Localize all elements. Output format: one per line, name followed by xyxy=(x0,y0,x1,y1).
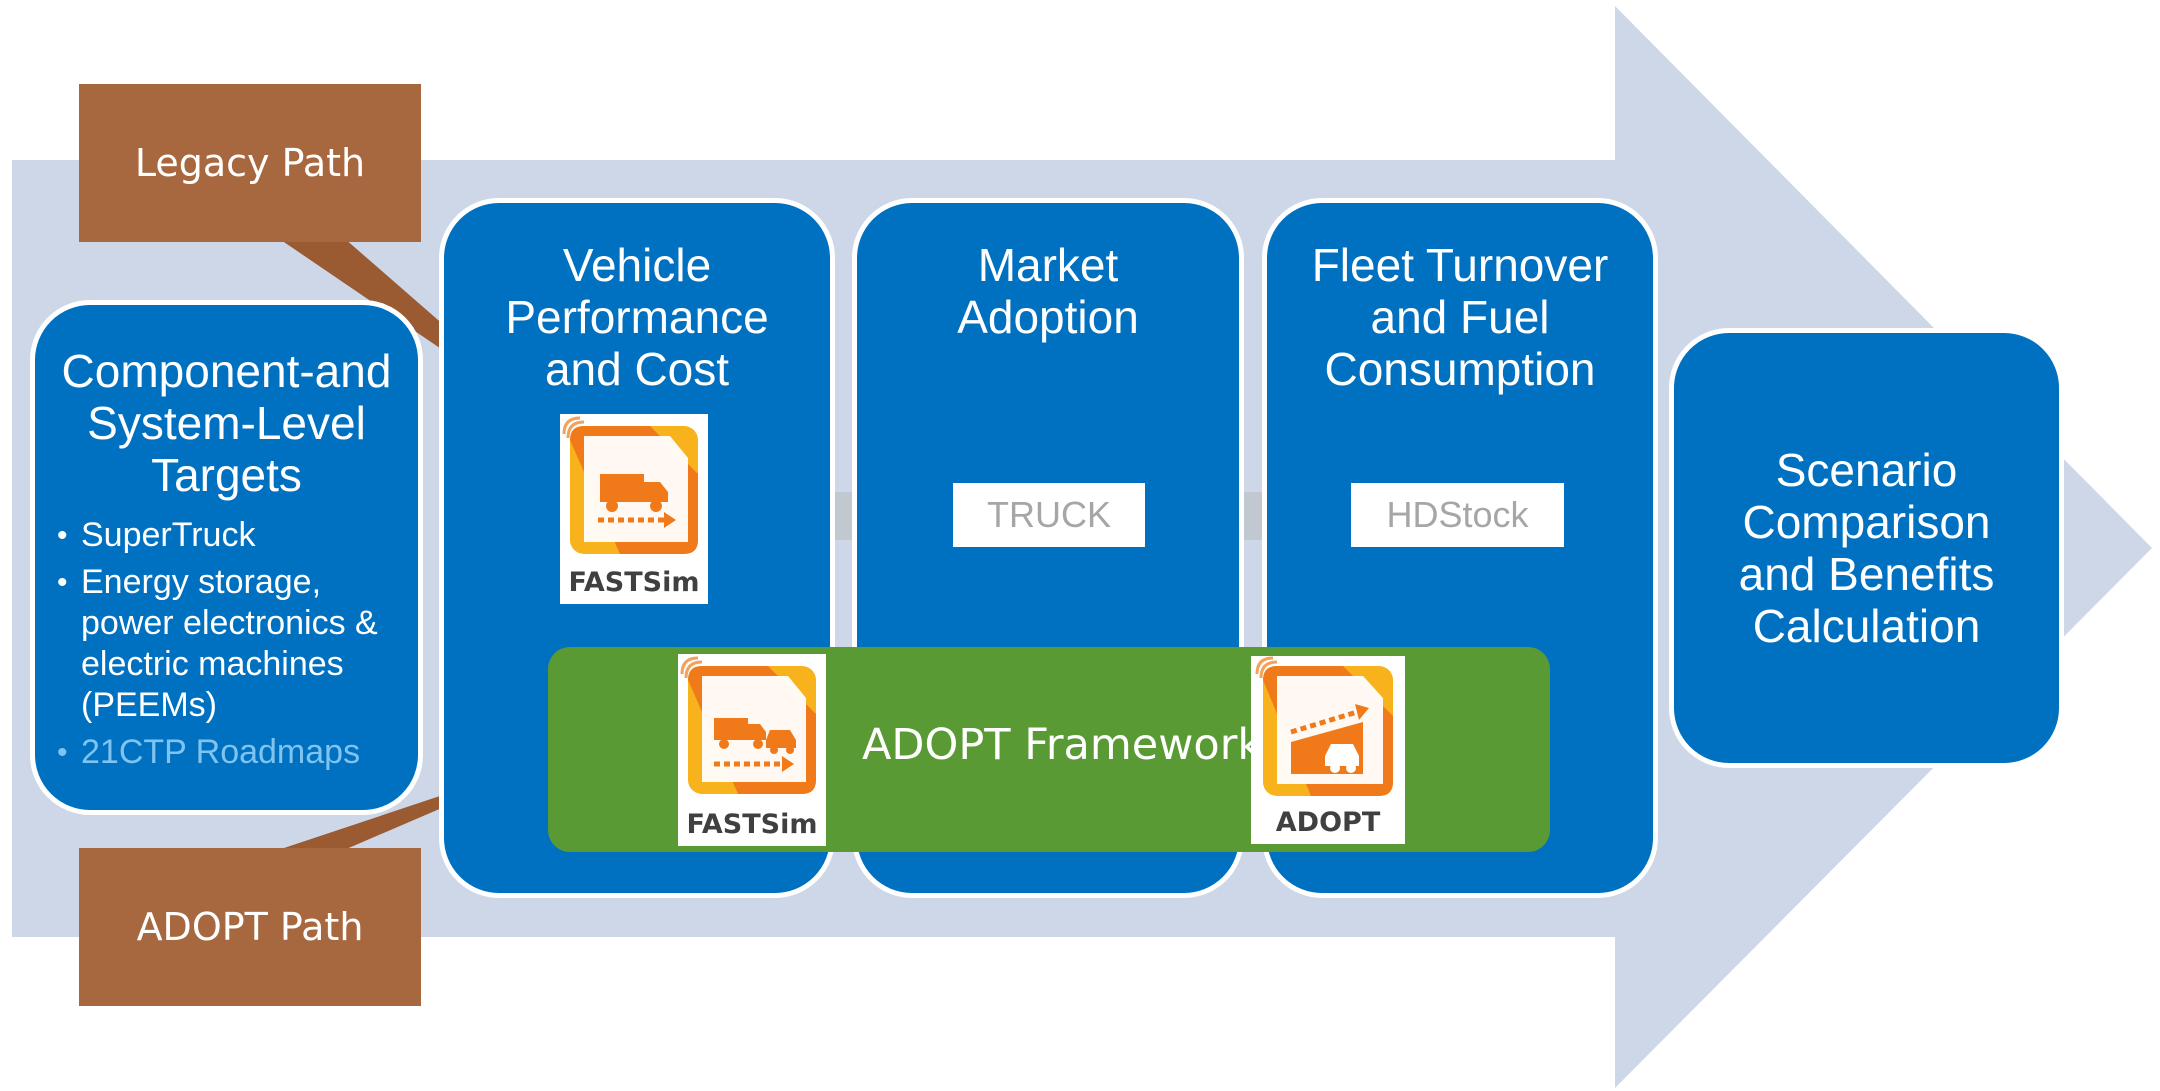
arrow-right-icon xyxy=(598,512,676,528)
list-item: 21CTP Roadmaps xyxy=(55,732,408,773)
list-item: SuperTruck xyxy=(55,515,408,556)
truck-icon xyxy=(714,718,766,749)
targets-list: SuperTruck Energy storage, power electro… xyxy=(35,515,418,773)
legacy-path-callout: Legacy Path xyxy=(79,84,421,242)
car-icon xyxy=(1325,744,1359,773)
vehicle-performance-title: Vehicle Performance and Cost xyxy=(505,239,769,395)
arrow-right-icon xyxy=(1290,704,1369,735)
component-system-targets-box: Component-and System-Level Targets Super… xyxy=(30,300,423,815)
fastsim-app-tile: FASTSim xyxy=(560,414,708,604)
scenario-comparison-title: Scenario Comparison and Benefits Calcula… xyxy=(1738,444,1995,652)
targets-title: Component-and System-Level Targets xyxy=(61,345,392,501)
hdstock-model-label: HDStock xyxy=(1351,483,1564,547)
arrow-right-icon xyxy=(714,756,794,772)
fastsim-app-name: FASTSim xyxy=(568,567,700,598)
truck-icon xyxy=(600,474,668,512)
fastsim-logo-icon xyxy=(680,656,816,794)
fastsim-app-tile: FASTSim xyxy=(678,654,826,846)
fastsim-logo-icon xyxy=(562,416,698,554)
adopt-app-tile: ADOPT xyxy=(1251,656,1405,844)
scenario-comparison-box: Scenario Comparison and Benefits Calcula… xyxy=(1669,328,2064,768)
list-item: Energy storage, power electronics & elec… xyxy=(55,562,408,726)
adopt-framework-label: ADOPT Framework xyxy=(862,720,1263,770)
fleet-turnover-title: Fleet Turnover and Fuel Consumption xyxy=(1311,239,1609,395)
adopt-logo-icon xyxy=(1255,656,1393,796)
fastsim-app-name: FASTSim xyxy=(686,809,818,840)
truck-model-label: TRUCK xyxy=(953,483,1145,547)
adopt-path-callout: ADOPT Path xyxy=(79,848,421,1006)
adopt-app-name: ADOPT xyxy=(1275,807,1381,838)
car-icon xyxy=(766,730,796,754)
market-adoption-title: Market Adoption xyxy=(957,239,1139,343)
